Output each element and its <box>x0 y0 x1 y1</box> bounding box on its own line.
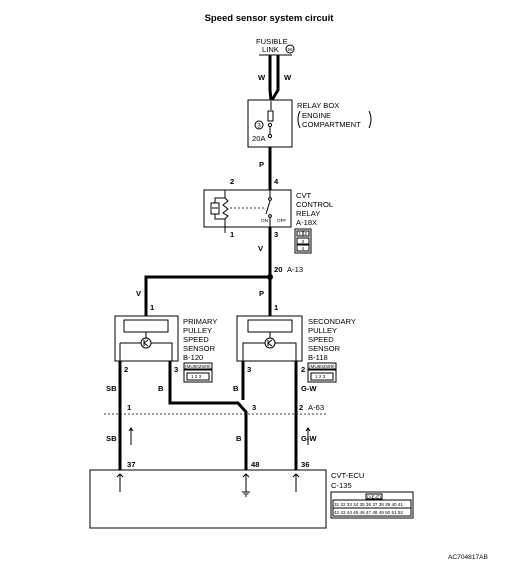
fuse-number: 3 <box>257 123 261 130</box>
cvt-relay-pin-1: 1 <box>230 230 235 239</box>
secondary-sensor-label-3: SPEED <box>308 335 334 344</box>
a63-pin-1: 1 <box>127 403 132 412</box>
secondary-sensor-label-1: SECONDARY <box>308 317 356 326</box>
wire-label-v-relay: V <box>258 244 264 253</box>
wire-label-sb-upper: SB <box>106 384 117 393</box>
cvt-ecu: CVT-ECU C-135 <box>89 469 364 529</box>
primary-sensor-label-4: SENSOR <box>183 344 216 353</box>
relay-box-label-2: ENGINE <box>302 111 331 120</box>
primary-pulley-speed-sensor: PRIMARY PULLEY SPEED SENSOR B-120 <box>114 315 217 362</box>
wire-label-v-primary: V <box>136 289 142 298</box>
fusible-link-label-2: LINK <box>262 45 279 54</box>
relay-box-label-3: COMPARTMENT <box>302 120 361 129</box>
primary-face-pins: 1 2 3 <box>191 374 202 379</box>
fuse-number-circle <box>254 120 264 130</box>
cvt-ecu-connector: C-135 <box>331 481 352 490</box>
junction-pin: 20 <box>274 265 282 274</box>
wire-label-gw-upper: G-W <box>301 384 317 393</box>
a63-connector: A-63 <box>308 403 324 412</box>
wire-w-right <box>270 55 280 101</box>
wire-b-primary <box>168 361 248 470</box>
primary-pin-1: 1 <box>150 303 155 312</box>
ecu-pin-37: 37 <box>127 460 135 469</box>
figure-code: AC704817AB <box>448 554 489 561</box>
wire-label-b-secondary: B <box>233 384 239 393</box>
diagram-title: Speed sensor system circuit <box>205 13 335 24</box>
secondary-pin-2: 2 <box>301 365 305 374</box>
wire-label-sb-lower: SB <box>106 434 117 443</box>
wire-label-b-lower: B <box>236 434 242 443</box>
wire-label-w2: W <box>284 73 292 82</box>
relay-face-pin-1: 1 <box>299 231 302 236</box>
secondary-pulley-speed-sensor: SECONDARY PULLEY SPEED SENSOR B-118 <box>236 315 356 362</box>
wire-label-gw-lower: G-W <box>301 434 317 443</box>
ecu-connector-face: (AE-E) 31 32 33 34 35 36 37 38 39 40 41 … <box>330 491 414 519</box>
secondary-connector-tag: (MU802509) <box>309 364 335 369</box>
junction-connector: A-13 <box>287 265 303 274</box>
cvt-relay-connector: A-18X <box>296 218 317 227</box>
cvt-relay-label-1: CVT <box>296 191 312 200</box>
cvt-relay-label-3: RELAY <box>296 209 320 218</box>
ecu-pin-48: 48 <box>251 460 259 469</box>
a63-pin-3: 3 <box>252 403 256 412</box>
relay-box: 3 20A RELAY BOX ENGINE COMPARTMENT <box>247 99 372 148</box>
cvt-ecu-label: CVT-ECU <box>331 471 364 480</box>
ecu-connector-row1: 31 32 33 34 35 36 37 38 39 40 41 <box>334 502 403 507</box>
relay-face-pin-3: 3 <box>302 239 305 244</box>
ecu-pin-36: 36 <box>301 460 309 469</box>
secondary-connector-face: (MU802509) 1 2 3 <box>307 362 337 383</box>
relay-box-label-1: RELAY BOX <box>297 101 339 110</box>
fusible-link-label-1: FUSIBLE <box>256 37 288 46</box>
cvt-ecu-frame <box>89 469 327 529</box>
primary-connector-face: (MU802509) 1 2 3 <box>183 362 213 383</box>
fusible-link-number: 56 <box>287 47 293 52</box>
cvt-control-relay: ON OFF CVT CONTROL RELAY A-18X <box>203 189 333 228</box>
cvt-relay-pin-2: 2 <box>230 177 234 186</box>
secondary-sensor-label-4: SENSOR <box>308 344 341 353</box>
primary-sensor-element <box>123 319 169 333</box>
wire-label-p-secondary: P <box>259 289 264 298</box>
fuse-rating: 20A <box>252 134 266 143</box>
primary-pin-2: 2 <box>124 365 128 374</box>
fuse-icon <box>267 110 274 122</box>
wire-label-b-upper: B <box>158 384 164 393</box>
secondary-pin-1: 1 <box>274 303 279 312</box>
wire-w-left <box>268 55 273 101</box>
wire-label-w1: W <box>258 73 266 82</box>
primary-sensor-connector: B-120 <box>183 353 203 362</box>
relay-face-pin-4: 4 <box>302 246 305 251</box>
secondary-face-pins: 1 2 3 <box>315 374 326 379</box>
cvt-relay-pin-4: 4 <box>274 177 279 186</box>
relay-face-pin-2: 2 <box>305 231 308 236</box>
cvt-relay-pin-3: 3 <box>274 230 278 239</box>
wire-label-p-relay: P <box>259 160 264 169</box>
primary-sensor-label-2: PULLEY <box>183 326 212 335</box>
secondary-sensor-element <box>247 319 293 333</box>
ecu-connector-row2: 42 43 44 45 46 47 48 49 50 51 52 <box>334 510 403 515</box>
fusible-link: FUSIBLE LINK 56 <box>256 37 295 56</box>
a63-pin-2: 2 <box>299 403 303 412</box>
secondary-pin-3: 3 <box>247 365 251 374</box>
relay-on-label: ON <box>261 218 268 223</box>
secondary-sensor-label-2: PULLEY <box>308 326 337 335</box>
cvt-relay-label-2: CONTROL <box>296 200 333 209</box>
primary-connector-tag: (MU802509) <box>185 364 211 369</box>
secondary-sensor-connector: B-118 <box>308 353 328 362</box>
relay-off-label: OFF <box>277 218 286 223</box>
relay-connector-face: 1 2 3 4 <box>294 228 312 254</box>
wire-v-primary <box>144 275 270 316</box>
fusible-link-number-circle <box>285 44 295 54</box>
ecu-connector-tag: (AE-E) <box>367 495 381 500</box>
primary-sensor-label-3: SPEED <box>183 335 209 344</box>
primary-pin-3: 3 <box>174 365 178 374</box>
primary-sensor-label-1: PRIMARY <box>183 317 217 326</box>
